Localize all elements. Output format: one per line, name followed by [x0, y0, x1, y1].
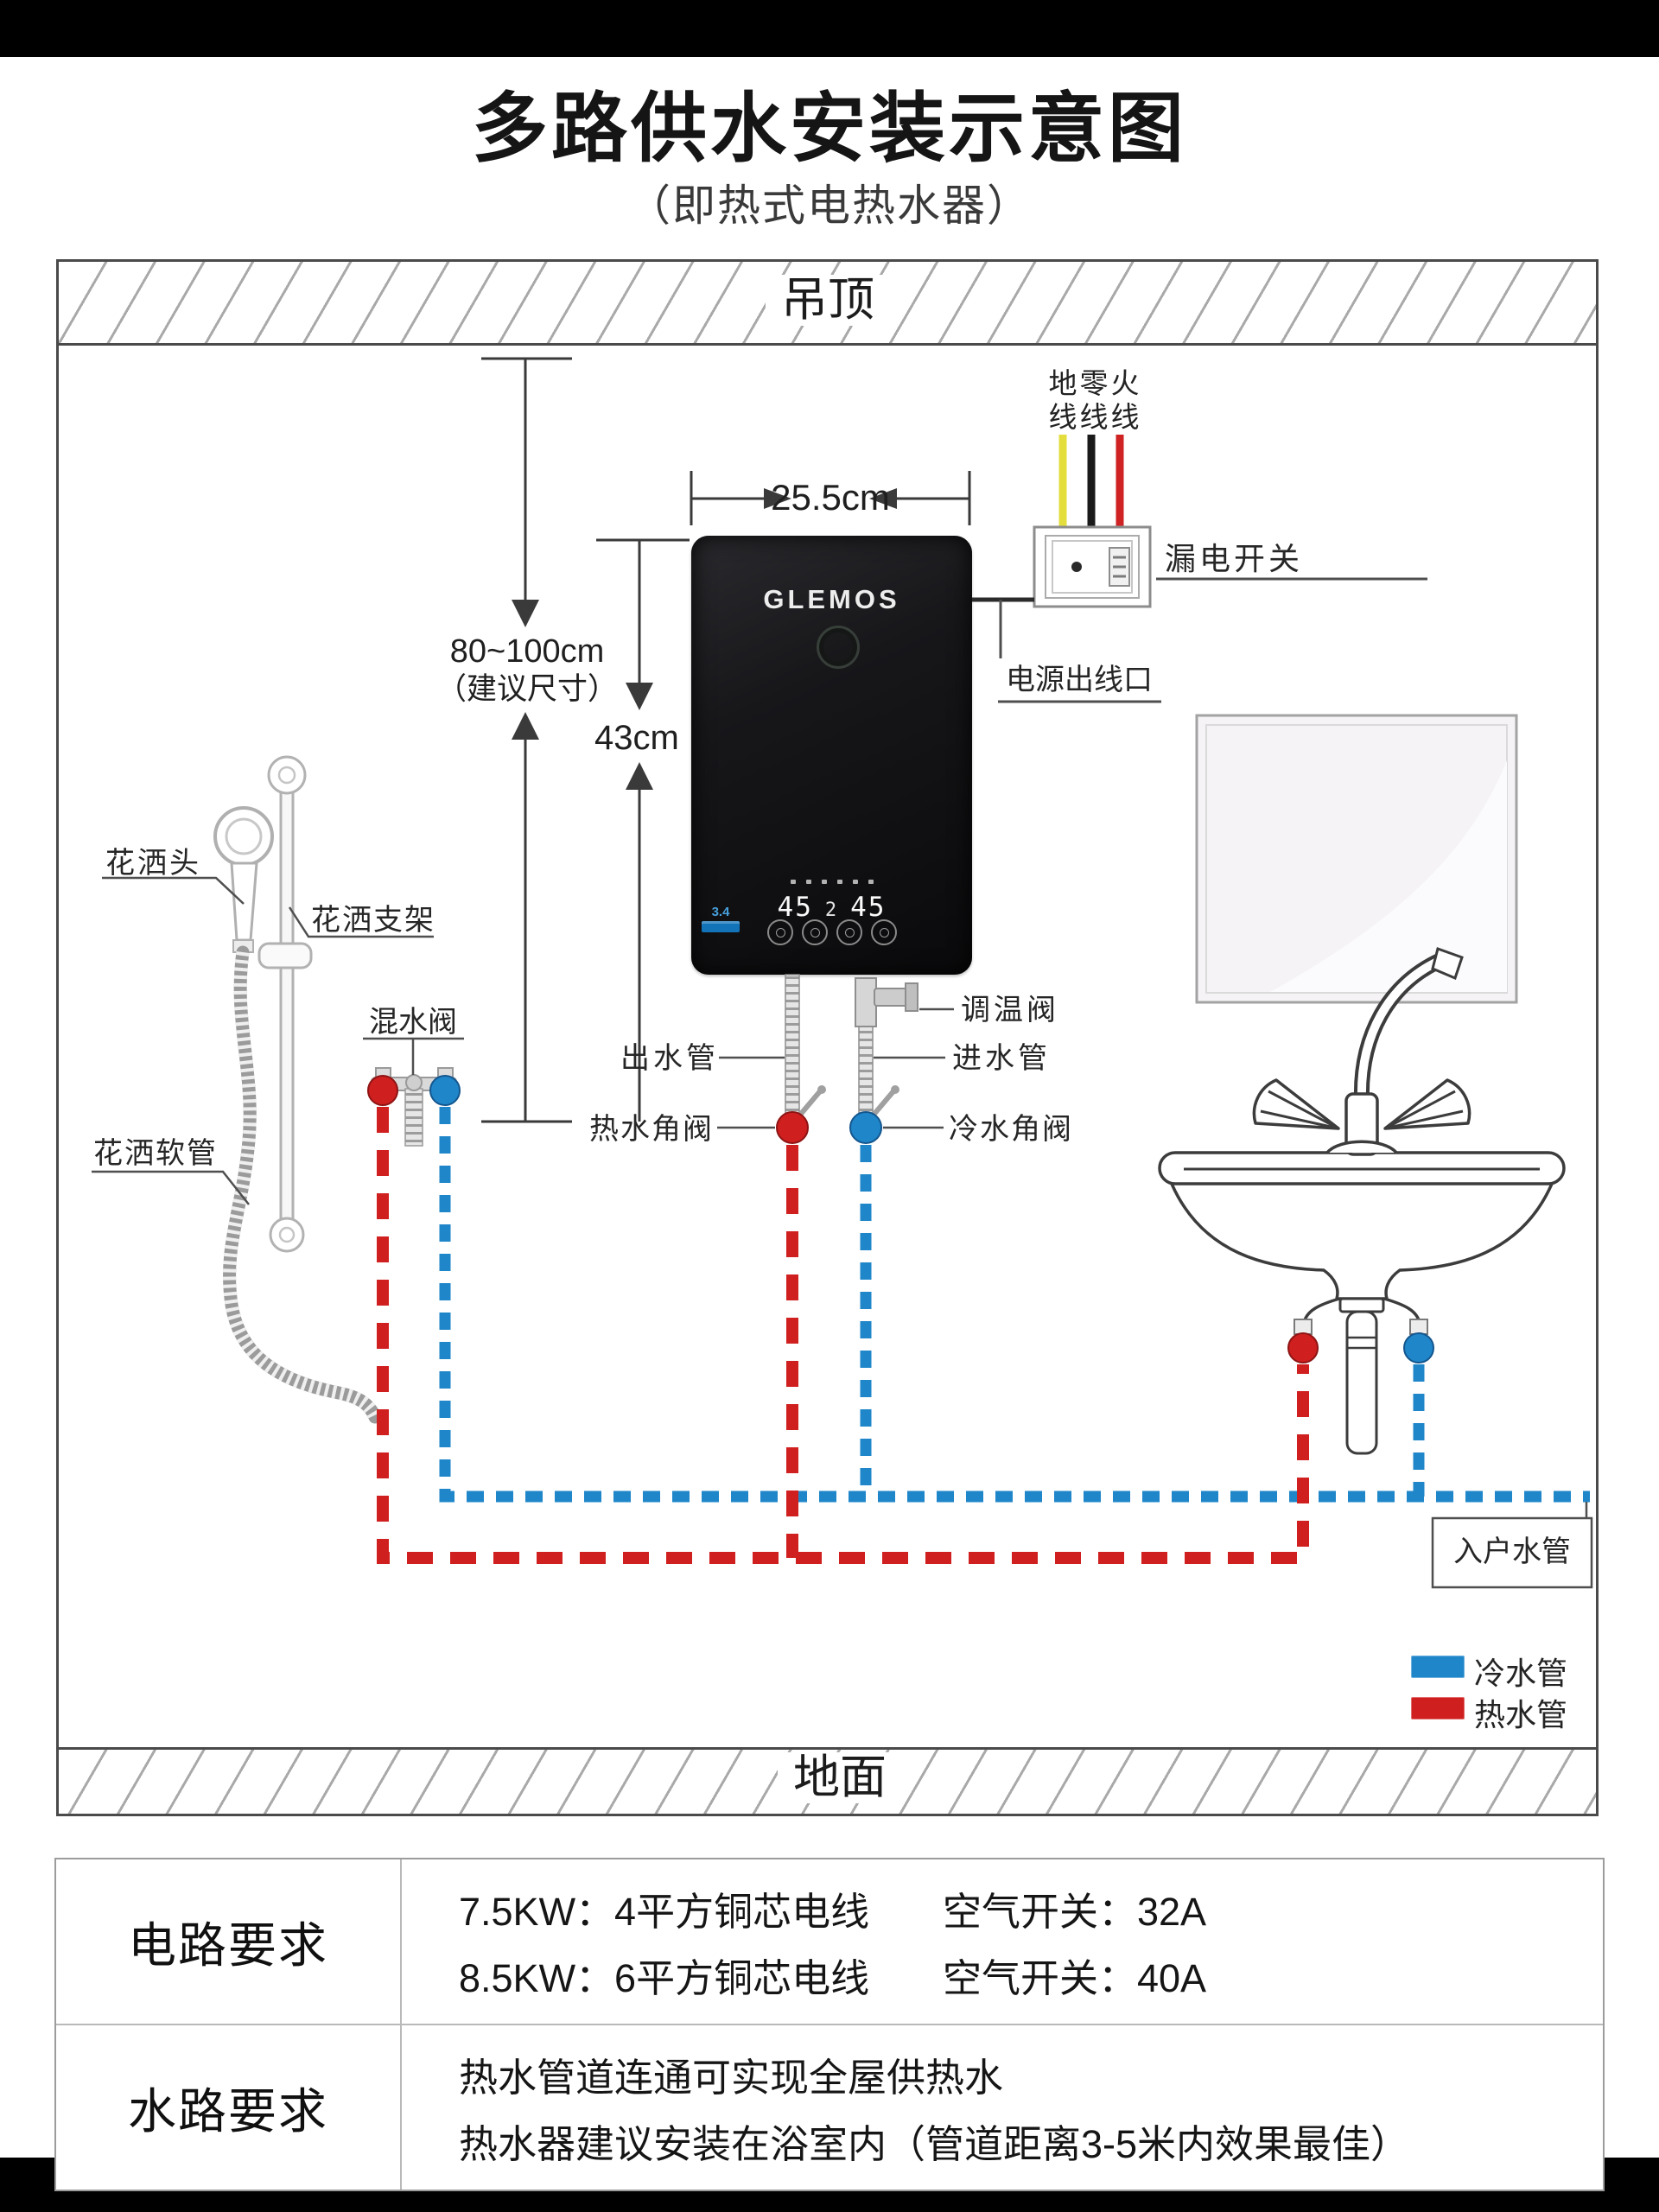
table-row-circuit: 电路要求 7.5KW：4平方铜芯电线 空气开关：32A 8.5KW：6平方铜芯电… — [56, 1859, 1603, 2024]
breaker-spec-1: 空气开关：32A — [943, 1890, 1207, 1934]
circuit-spec-1: 7.5KW：4平方铜芯电线 — [459, 1890, 870, 1934]
wire-ground-label: 地线 — [1045, 368, 1077, 435]
breaker-spec-2: 空气开关：40A — [943, 1956, 1207, 2000]
display-temp-left: 45 — [777, 892, 813, 923]
wire-live-label: 火线 — [1107, 368, 1139, 435]
top-letterbox-bar — [0, 0, 1659, 57]
shower-hose-label: 花洒软管 — [93, 1137, 218, 1170]
mode-button-icon — [871, 919, 897, 945]
cold-angle-valve-label: 冷水角阀 — [949, 1113, 1073, 1146]
water-heater: GLEMOS 45 2 45 3.4 — [691, 536, 972, 975]
page-subtitle: （即热式电热水器） — [627, 181, 1032, 230]
dimension-unit-height-label: 43cm — [594, 719, 679, 757]
circuit-spec-2: 8.5KW：6平方铜芯电线 — [459, 1956, 870, 2000]
power-outlet-label: 电源出线口 — [1006, 664, 1153, 696]
temp-valve-label: 调温阀 — [961, 994, 1059, 1027]
heater-display: 45 2 45 — [691, 892, 972, 923]
plus-button-icon — [836, 919, 862, 945]
water-spec-2: 热水器建议安装在浴室内（管道距离3-5米内效果最佳） — [459, 2122, 1410, 2166]
page-title: 多路供水安装示意图 — [471, 86, 1187, 171]
requirements-table: 电路要求 7.5KW：4平方铜芯电线 空气开关：32A 8.5KW：6平方铜芯电… — [54, 1858, 1605, 2191]
legend-cold-label: 冷水管 — [1474, 1656, 1568, 1691]
floor-label: 地面 — [778, 1751, 902, 1804]
heater-emblem-icon — [816, 626, 860, 669]
outlet-pipe-label: 出水管 — [620, 1042, 719, 1075]
table-row-label: 电路要求 — [128, 1917, 328, 1973]
mixing-valve-label: 混水阀 — [369, 1006, 457, 1039]
display-mode: 2 — [824, 899, 839, 921]
display-temp-right: 45 — [850, 892, 887, 923]
legend-hot-swatch — [1411, 1697, 1465, 1719]
table-row-label: 水路要求 — [128, 2083, 328, 2139]
water-spec-1: 热水管道连通可实现全屋供热水 — [459, 2056, 1004, 2100]
heater-brand-logo: GLEMOS — [763, 584, 900, 614]
breaker-label: 漏电开关 — [1165, 541, 1304, 576]
heater-touch-buttons — [767, 919, 897, 945]
inlet-pipe-label: 进水管 — [952, 1042, 1051, 1075]
wire-neutral-label: 零线 — [1076, 368, 1108, 435]
entry-pipe-label: 入户水管 — [1453, 1535, 1571, 1569]
heater-energy-badge: 3.4 — [702, 906, 740, 932]
minus-button-icon — [802, 919, 828, 945]
dimension-width-label: 25.5cm — [771, 477, 890, 518]
shower-head-label: 花洒头 — [105, 847, 201, 880]
shower-bracket-label: 花洒支架 — [311, 904, 435, 937]
table-row-water: 水路要求 热水管道连通可实现全屋供热水 热水器建议安装在浴室内（管道距离3-5米… — [56, 2024, 1603, 2190]
hot-angle-valve-label: 热水角阀 — [589, 1113, 714, 1146]
heater-indicator-dots — [691, 880, 972, 884]
dimension-height-label: 80~100cm （建议尺寸） — [435, 633, 619, 706]
power-button-icon — [767, 919, 793, 945]
legend-cold-swatch — [1411, 1656, 1465, 1678]
ceiling-label: 吊顶 — [766, 274, 890, 327]
legend-hot-label: 热水管 — [1474, 1697, 1568, 1732]
